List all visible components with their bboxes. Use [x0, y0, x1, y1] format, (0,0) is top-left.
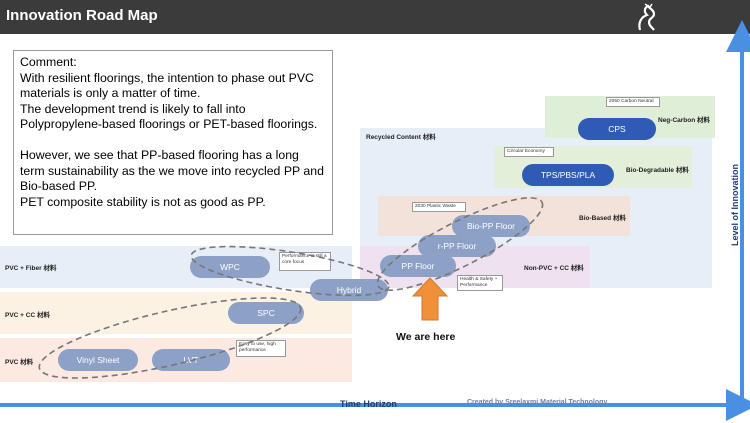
band-label-pvc-cc: PVC + CC 材料 — [5, 312, 50, 319]
note-carbon-neutral: 2050 Carbon Neutral — [606, 97, 660, 107]
title-bar: Innovation Road Map — [0, 0, 750, 34]
band-label-bio-degradable: Bio-Degradable 材料 — [626, 167, 689, 174]
group-pp-ellipse — [376, 197, 544, 291]
comment-box: Comment: With resilient floorings, the i… — [13, 50, 333, 235]
group-pvc-ellipse — [38, 297, 302, 379]
x-axis-label: Time Horizon — [340, 399, 397, 409]
product-spc: SPC — [228, 302, 304, 324]
band-label-pvc-fiber: PVC + Fiber 材料 — [5, 265, 57, 272]
product-hybrid: Hybrid — [310, 279, 388, 301]
comment-line: Comment: — [20, 55, 77, 69]
comment-spacer — [20, 133, 326, 148]
note-health-safety: Health & Safety + Performance — [457, 275, 503, 291]
comment-line: With resilient floorings, the intention … — [20, 70, 314, 101]
credit-text: Created by Sreelaxmi Material Technology — [467, 399, 608, 406]
comment-line: PET composite stability is not as good a… — [20, 194, 266, 209]
we-are-here-label: We are here — [396, 331, 456, 343]
group-pvc-fiber-ellipse — [190, 245, 390, 297]
we-are-here-arrow-icon — [411, 277, 449, 321]
product-pp-floor: PP Floor — [380, 255, 456, 277]
note-easy-use: Easy to use, high performance — [236, 340, 286, 357]
product-biopp-floor: Bio-PP Floor — [452, 215, 530, 237]
comment-line: The development trend is likely to fall … — [20, 101, 318, 132]
band-label-bio-based: Bio-Based 材料 — [579, 215, 626, 222]
comment-line: However, we see that PP-based flooring h… — [20, 147, 324, 194]
product-cps: CPS — [578, 118, 656, 140]
product-rpp-floor: r-PP Floor — [418, 235, 496, 257]
note-plastic-waste: 2030 Plastic Waste — [412, 202, 466, 212]
product-wpc: WPC — [190, 256, 270, 278]
band-label-neg-carbon: Neg-Carbon 材料 — [658, 117, 710, 124]
note-circular-economy: Circular Economy — [504, 147, 554, 157]
note-performance: Performance is still a core focus — [279, 252, 331, 271]
product-tps-pbs-pla: TPS/PBS/PLA — [522, 164, 614, 186]
band-label-recycled-content: Recycled Content 材料 — [366, 134, 436, 141]
band-label-non-pvc-cc: Non-PVC + CC 材料 — [524, 265, 584, 272]
band-label-pvc: PVC 材料 — [5, 359, 34, 366]
horse-logo-icon — [638, 3, 656, 31]
y-axis-label: Level of Innovation — [730, 164, 740, 247]
page-title: Innovation Road Map — [6, 7, 158, 24]
product-vinyl-sheet: Vinyl Sheet — [58, 349, 138, 371]
